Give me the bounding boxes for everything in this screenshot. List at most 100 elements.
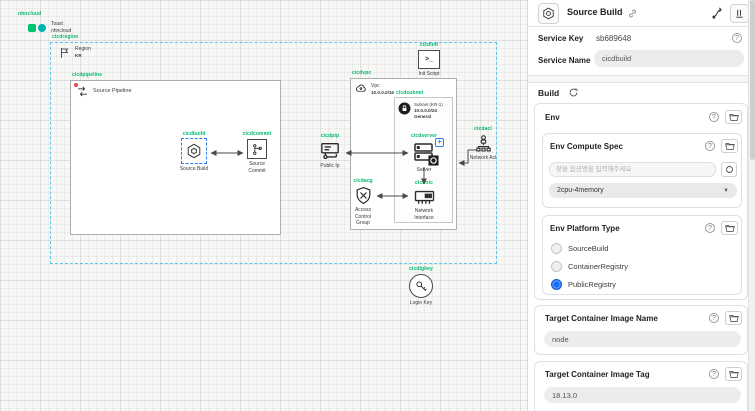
- network-acl-icon: [474, 134, 493, 153]
- image-name-title: Target Container Image Name: [545, 314, 658, 323]
- radio-icon[interactable]: [551, 279, 562, 290]
- source-build-service-icon: [538, 3, 559, 24]
- nic-tag: cicdnic: [415, 180, 433, 186]
- init-tag: cicdinit: [419, 42, 439, 48]
- acg-tag: cicdacg: [353, 178, 373, 184]
- nhncloud-logo-icon: [28, 24, 46, 32]
- radio-icon[interactable]: [551, 243, 562, 254]
- vpc-cidr: 10.0.0.0/16: [371, 89, 394, 95]
- public-ip-icon: [319, 141, 341, 161]
- vpc-tag: cicdvpc: [352, 70, 372, 76]
- radio-option-containerregistry[interactable]: ContainerRegistry: [551, 261, 628, 272]
- build-tag: cicdbuild: [182, 131, 206, 137]
- pipeline-title: Source Pipeline: [93, 87, 132, 94]
- build-label: Source Build: [179, 166, 209, 172]
- public-ip-node[interactable]: cicdpip Public Ip: [306, 133, 354, 170]
- image-name-preset-button[interactable]: [725, 311, 742, 325]
- radio-option-sourcebuild[interactable]: SourceBuild: [551, 243, 608, 254]
- compute-spec-preset-button[interactable]: [721, 139, 738, 153]
- provider-tag: nhncloud: [18, 11, 42, 17]
- connection-flow-icon[interactable]: [711, 6, 725, 20]
- radio-label: SourceBuild: [568, 244, 609, 253]
- acl-node[interactable]: cicdacl Network Acl: [457, 126, 509, 162]
- build-section-label: Build: [538, 88, 560, 98]
- scrollbar-thumb[interactable]: [750, 0, 755, 160]
- provider-title: Toast: [51, 21, 63, 27]
- panel-scrollbar[interactable]: [748, 0, 755, 411]
- pipeline-tag: cicdpipeline: [72, 72, 103, 78]
- login-key-label: Login Key: [409, 300, 433, 306]
- provider-node[interactable]: Toast nhncloud: [28, 21, 71, 35]
- compute-spec-select[interactable]: 2cpu-4memory ▼: [549, 183, 737, 198]
- image-name-help-icon[interactable]: ?: [709, 313, 719, 323]
- compute-spec-selected-value: 2cpu-4memory: [557, 187, 604, 194]
- image-name-input[interactable]: [544, 331, 741, 347]
- service-key-value: sb689648: [596, 34, 632, 43]
- init-label: Init Script: [418, 71, 440, 77]
- login-key-icon: [409, 274, 433, 298]
- service-name-label: Service Name: [538, 56, 591, 65]
- service-key-help-icon[interactable]: ?: [732, 33, 742, 43]
- source-commit-icon: [247, 139, 267, 159]
- subnet-tag: cicdsubnet: [396, 90, 424, 96]
- source-commit-node[interactable]: cicdcommit Source Commit: [235, 131, 279, 174]
- subnet-type: General: [414, 114, 432, 120]
- acl-label: Network Acl: [469, 155, 497, 161]
- commit-tag: cicdcommit: [242, 131, 272, 137]
- server-label: Server: [416, 167, 432, 173]
- source-pipeline-icon: [74, 83, 89, 98]
- login-key-tag: cicdlgkey: [409, 266, 433, 272]
- acl-tag: cicdacl: [474, 126, 492, 132]
- env-card: Env ? Env Compute Spec ? 2cpu-4memory ▼: [534, 103, 748, 300]
- env-preset-button[interactable]: [725, 110, 742, 124]
- acg-node[interactable]: cicdacg Access Control Group: [341, 178, 385, 227]
- vpc-title: Vpc: [371, 83, 380, 89]
- image-tag-input[interactable]: [544, 387, 741, 403]
- panel-title: Source Build: [567, 7, 623, 17]
- pipeline-box[interactable]: Source Pipeline: [70, 80, 281, 235]
- chevron-down-icon: ▼: [723, 187, 729, 194]
- login-key-node[interactable]: cicdlgkey Login Key: [397, 266, 445, 307]
- init-script-node[interactable]: cicdinit >_ Init Script: [405, 42, 453, 78]
- collapse-panel-button[interactable]: [730, 4, 749, 23]
- region-flag-icon: [59, 46, 71, 60]
- subnet-cidr: 10.0.0.0/24: [414, 108, 437, 114]
- nic-node[interactable]: cicdnic Network Interface: [398, 180, 450, 221]
- region-name: Region: [75, 46, 91, 52]
- init-script-icon: >_: [418, 50, 440, 69]
- region-tag: cicdregion: [52, 34, 79, 40]
- diagram-canvas[interactable]: nhncloud Toast nhncloud cicdregion Regio…: [0, 0, 527, 411]
- server-icon: +: [412, 138, 444, 166]
- radio-icon[interactable]: [551, 261, 562, 272]
- radio-option-publicregistry[interactable]: PublicRegistry: [551, 279, 616, 290]
- image-name-card: Target Container Image Name ?: [534, 305, 748, 355]
- subnet-lock-icon: [398, 102, 411, 115]
- image-tag-help-icon[interactable]: ?: [709, 369, 719, 379]
- platform-type-help-icon[interactable]: ?: [705, 223, 715, 233]
- nic-label: Network Interface: [414, 208, 434, 221]
- env-platform-type-card: Env Platform Type ? SourceBuild Containe…: [542, 215, 742, 295]
- image-tag-preset-button[interactable]: [725, 367, 742, 381]
- access-control-group-icon: [354, 186, 373, 205]
- radio-label: ContainerRegistry: [568, 262, 629, 271]
- compute-spec-help-icon[interactable]: ?: [705, 141, 715, 151]
- refresh-icon[interactable]: [568, 87, 579, 98]
- image-tag-title: Target Container Image Tag: [545, 370, 650, 379]
- source-build-node[interactable]: cicdbuild Source Build: [168, 131, 220, 173]
- region-node[interactable]: Region KR: [59, 46, 91, 60]
- server-add-badge[interactable]: +: [435, 138, 444, 147]
- compute-spec-search-input[interactable]: [549, 162, 716, 177]
- reload-options-button[interactable]: [721, 162, 737, 177]
- platform-type-title: Env Platform Type: [550, 224, 620, 233]
- service-key-label: Service Key: [538, 34, 584, 43]
- link-icon[interactable]: [627, 8, 638, 19]
- env-help-icon[interactable]: ?: [709, 112, 719, 122]
- acg-label: Access Control Group: [354, 207, 372, 226]
- service-name-input[interactable]: [594, 50, 744, 67]
- platform-type-preset-button[interactable]: [721, 221, 738, 235]
- commit-label: Source Commit: [248, 161, 266, 174]
- region-box[interactable]: [50, 42, 497, 264]
- image-tag-card: Target Container Image Tag ?: [534, 361, 748, 411]
- server-node[interactable]: cicdserver + Server: [400, 133, 448, 174]
- panel-header: Source Build: [528, 0, 749, 27]
